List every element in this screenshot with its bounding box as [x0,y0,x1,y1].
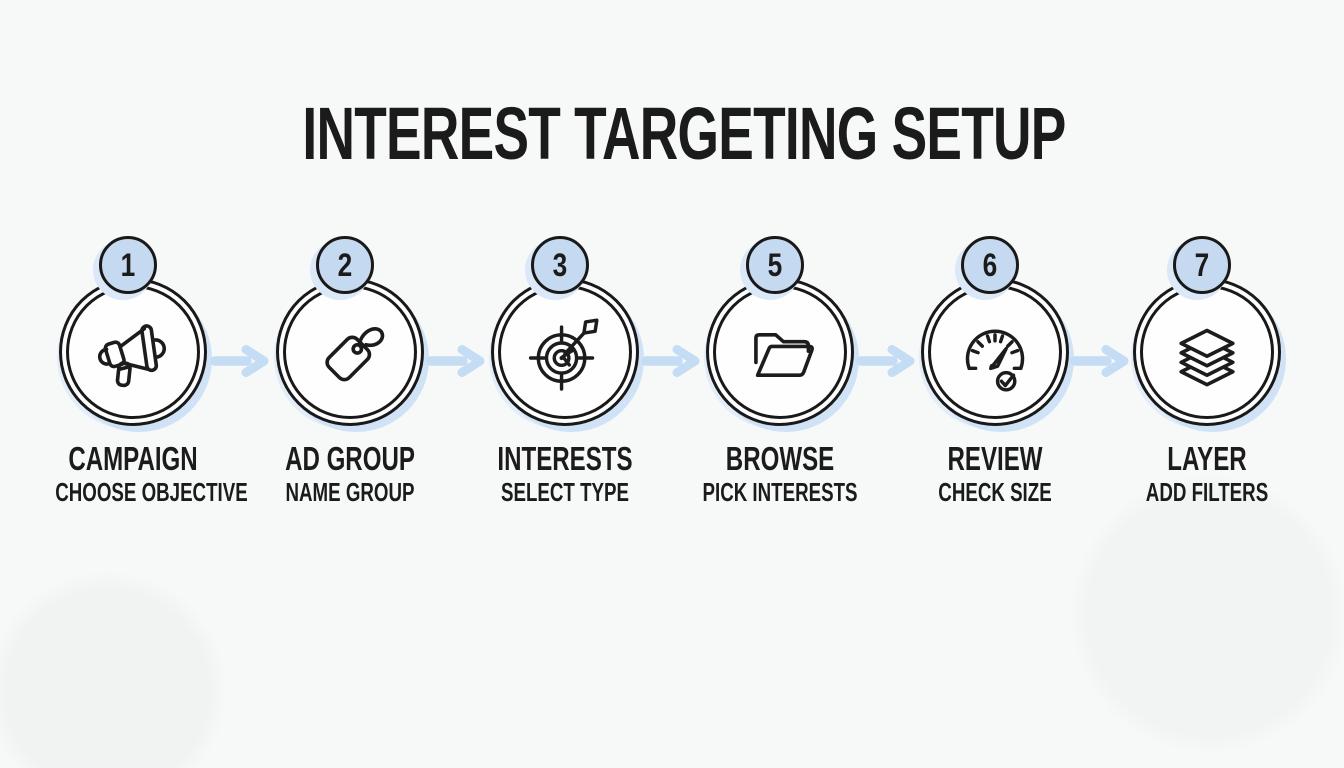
step-review: 6 REVI [887,236,1103,522]
step-number-badge: 7 [1173,236,1231,294]
step-circle [59,278,207,426]
step-sublabel: CHECK SIZE [938,477,1052,507]
step-number-badge: 6 [961,236,1019,294]
step-label: REVIEW [947,440,1043,477]
layers-icon [1179,328,1235,387]
flow-arrow-icon [210,345,269,377]
megaphone-icon [97,324,166,388]
page-title: INTEREST TARGETING SETUP [302,92,1066,175]
step-campaign: 1 CAMPAIGN CHOOSE O [25,236,248,522]
flow-arrow-icon [856,345,915,377]
step-number: 6 [982,246,998,283]
step-sublabel: SELECT TYPE [501,477,629,507]
step-number: 2 [337,246,353,283]
step-sublabel: ADD FILTERS [1145,477,1269,507]
step-sublabel: PICK INTERESTS [702,477,858,507]
step-circle [276,278,424,426]
step-layer: 7 LAYER ADD FILTERS [1099,236,1315,522]
step-label: INTERESTS [497,440,633,477]
step-number: 3 [552,246,568,283]
step-number-badge: 2 [316,236,374,294]
step-number: 1 [120,246,136,283]
flow-arrow-icon [426,345,485,377]
step-circle [491,278,639,426]
step-circle [921,278,1069,426]
step-sublabel: CHOOSE OBJECTIVE [55,477,248,507]
step-label: AD GROUP [285,440,415,477]
target-icon [528,318,599,391]
step-number-badge: 5 [746,236,804,294]
flow-arrow-icon [641,345,700,377]
step-ad-group: 2 AD GROUP NAME GROUP [242,236,458,522]
step-circle [1133,278,1281,426]
step-interests: 3 INTERESTS SELECT TYPE [457,236,673,522]
step-circle [706,278,854,426]
folder-icon [754,332,814,378]
gauge-icon [965,329,1025,392]
flow-arrow-icon [1070,345,1129,377]
step-browse: 5 BROWSE PICK INTERESTS [672,236,888,522]
step-number-badge: 3 [531,236,589,294]
step-sublabel: NAME GROUP [285,477,415,507]
step-label: BROWSE [725,440,835,477]
step-number: 5 [767,246,783,283]
step-label: LAYER [1167,440,1247,477]
tag-icon [325,326,385,382]
step-label: CAMPAIGN [68,440,198,477]
step-number: 7 [1194,246,1210,283]
step-number-badge: 1 [99,236,157,294]
